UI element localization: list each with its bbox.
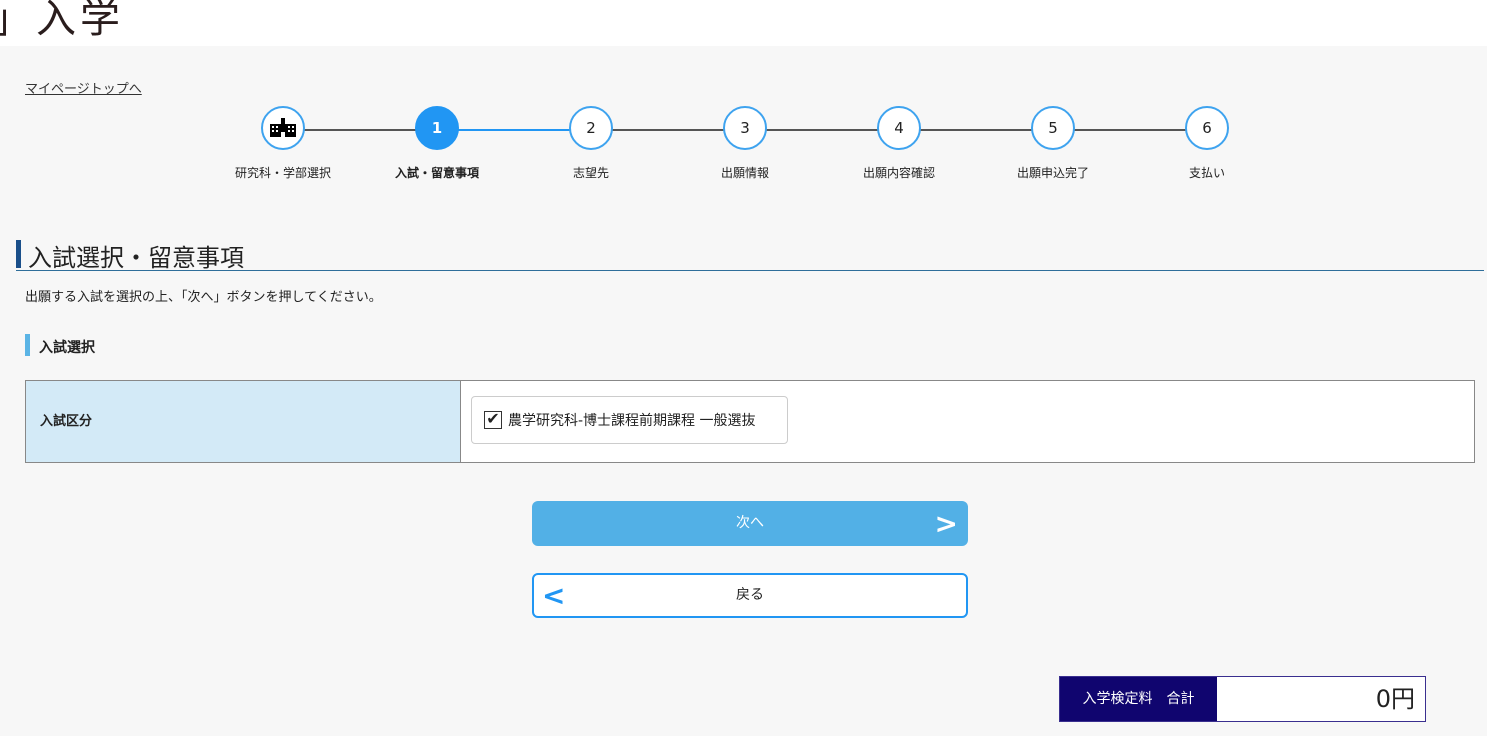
title-accent-bar — [16, 240, 21, 268]
mypage-top-link[interactable]: マイページトップへ — [25, 82, 142, 97]
step-connector — [437, 129, 591, 131]
back-button[interactable]: < 戻る — [532, 573, 968, 618]
exam-category-label: 入試区分 — [26, 381, 461, 462]
site-logo: 」入学 — [0, 0, 124, 42]
chevron-left-icon: < — [542, 579, 566, 612]
step-number: 2 — [569, 106, 613, 150]
exam-select-table: 入試区分 ✔ 農学研究科-博士課程前期課程 一般選抜 — [25, 380, 1475, 463]
step-label: 出願内容確認 — [862, 166, 935, 180]
section-title-text: 入試選択 — [39, 340, 95, 356]
step-label: 入試・留意事項 — [394, 166, 479, 180]
exam-option-label: 農学研究科-博士課程前期課程 一般選抜 — [508, 413, 756, 429]
step-label: 支払い — [1188, 166, 1225, 180]
page-description: 出願する入試を選択の上、「次へ」ボタンを押してください。 — [25, 290, 382, 305]
step-number: 1 — [415, 106, 459, 150]
exam-option-checkbox[interactable]: ✔ 農学研究科-博士課程前期課程 一般選抜 — [471, 396, 788, 444]
step-number: 5 — [1031, 106, 1075, 150]
step-number: 4 — [877, 106, 921, 150]
progress-stepper: 研究科・学部選択 1 入試・留意事項 2 志望先 3 出願情報 4 出願内容確認… — [230, 106, 1240, 186]
next-button[interactable]: 次へ > — [532, 501, 968, 546]
step-label: 出願申込完了 — [1016, 166, 1089, 180]
page-title: 入試選択・留意事項 — [16, 238, 1484, 272]
step-2: 2 志望先 — [531, 106, 651, 181]
school-building-icon — [261, 106, 305, 150]
back-button-label: 戻る — [736, 587, 764, 603]
step-6: 6 支払い — [1147, 106, 1267, 181]
step-number: 6 — [1185, 106, 1229, 150]
step-4: 4 出願内容確認 — [839, 106, 959, 181]
step-connector — [283, 129, 437, 131]
step-label: 出願情報 — [720, 166, 769, 180]
step-label: 志望先 — [572, 166, 609, 180]
checkbox-checked-icon[interactable]: ✔ — [484, 411, 502, 429]
step-3: 3 出願情報 — [685, 106, 805, 181]
fee-total-label: 入学検定料 合計 — [1060, 677, 1217, 721]
step-label: 研究科・学部選択 — [234, 166, 331, 180]
page-title-text: 入試選択・留意事項 — [28, 244, 244, 272]
fee-total-value: 0円 — [1217, 677, 1425, 721]
chevron-right-icon: > — [934, 507, 958, 540]
step-faculty-select: 研究科・学部選択 — [223, 106, 343, 181]
fee-total: 入学検定料 合計 0円 — [1059, 676, 1426, 722]
site-header: 」入学 — [0, 0, 1487, 46]
step-5: 5 出願申込完了 — [993, 106, 1113, 181]
step-number: 3 — [723, 106, 767, 150]
next-button-label: 次へ — [736, 515, 764, 531]
step-1: 1 入試・留意事項 — [377, 106, 497, 181]
section-accent-bar — [25, 334, 30, 356]
